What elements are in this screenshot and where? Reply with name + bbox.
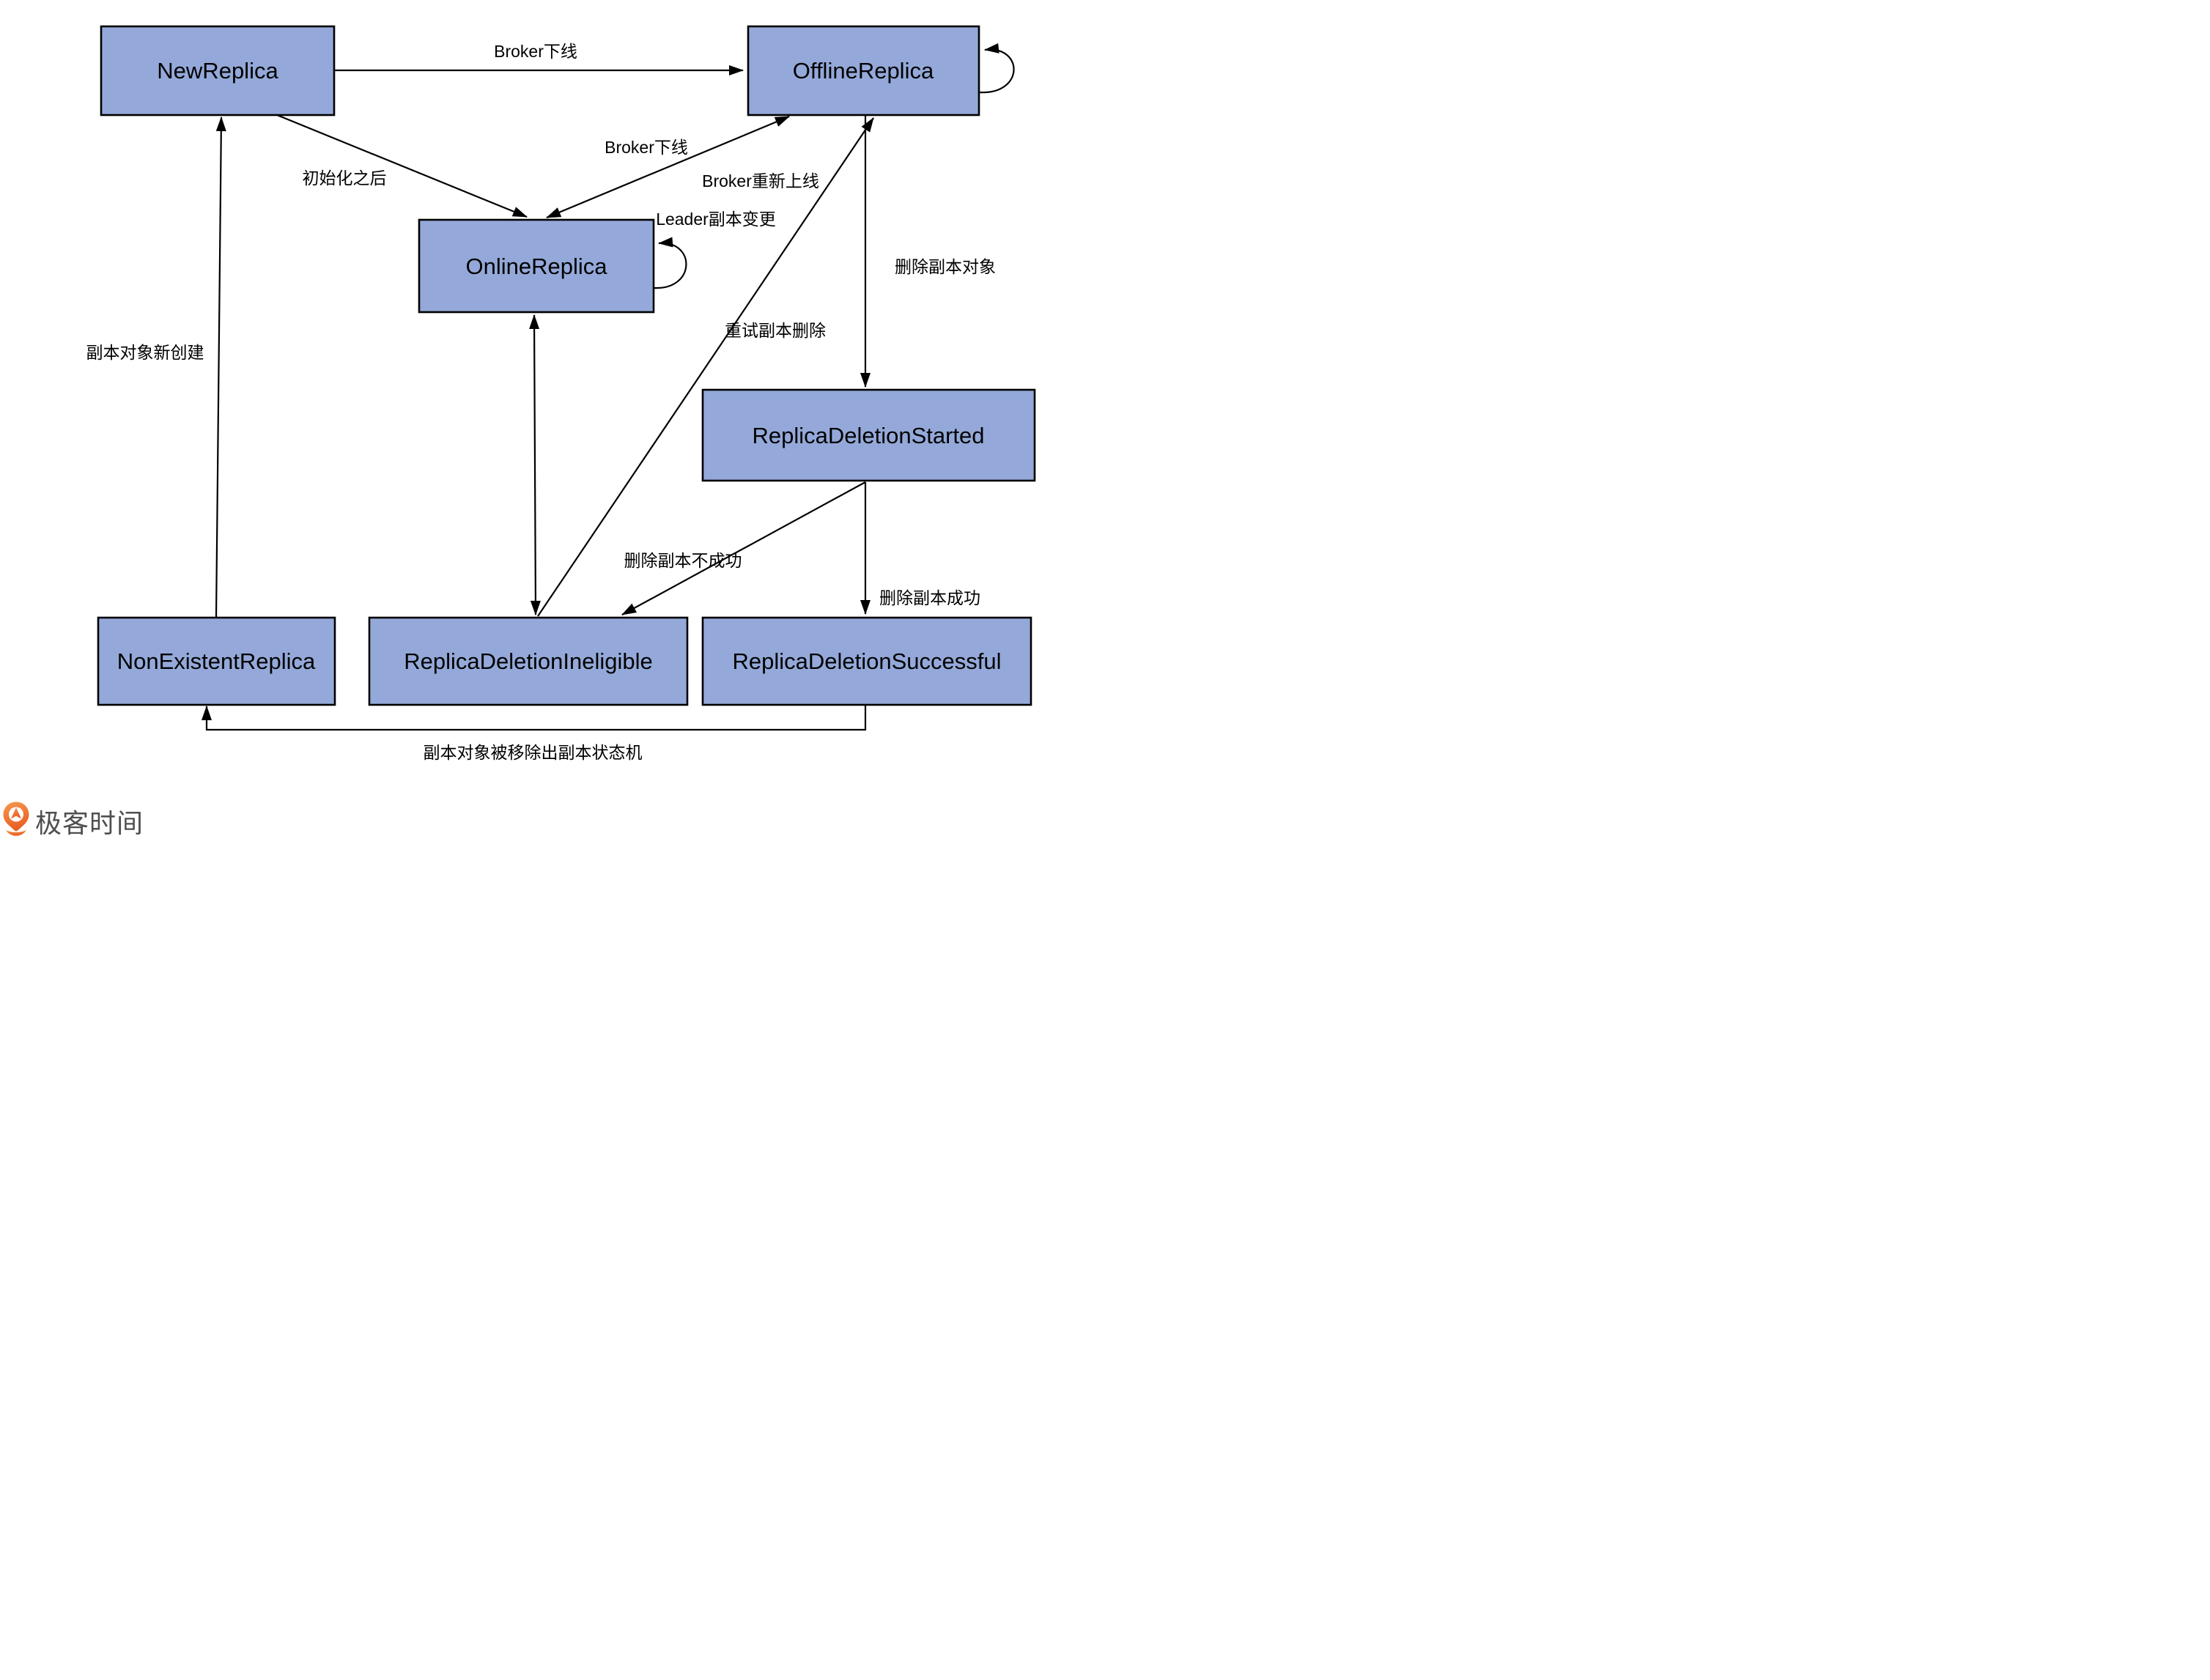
transition-label-removed-from-state-machine: 副本对象被移除出副本状态机: [424, 743, 643, 762]
arrow-ineligible-to-offline: [537, 117, 874, 617]
state-box-onlinereplica: [418, 218, 655, 314]
arrow-successful-to-nonexistent: [202, 703, 867, 731]
state-label-newreplica: NewReplica: [157, 58, 278, 84]
state-box-newreplica: [100, 25, 336, 116]
arrow-online-self-loop: [653, 237, 687, 289]
state-newreplica: NewReplica: [100, 25, 336, 116]
state-onlinereplica: OnlineReplica: [418, 218, 655, 314]
state-offlinereplica: OfflineReplica: [747, 25, 980, 116]
state-replicadeletionineligible: ReplicaDeletionIneligible: [368, 616, 689, 706]
logo-arrow-glyph: [11, 807, 21, 819]
state-label-offlinereplica: OfflineReplica: [793, 58, 934, 84]
state-box-replicadeletionineligible: [368, 616, 689, 706]
transition-label-delete-failed: 删除副本不成功: [624, 551, 742, 570]
transition-label-broker-offline-top: Broker下线: [494, 42, 577, 61]
logo-smile-swoosh: [5, 829, 27, 836]
replica-state-machine-svg: NewReplica OfflineReplica OnlineReplica …: [3, 25, 1036, 838]
transition-label-delete-success: 删除副本成功: [879, 588, 980, 607]
arrow-online-offline-bidirectional: [546, 115, 790, 219]
brand-text: 极客时间: [35, 808, 144, 838]
arrow-new-to-online: [276, 114, 528, 218]
arrow-offline-self-loop: [978, 42, 1015, 94]
state-label-replicadeletionsuccessful: ReplicaDeletionSuccessful: [732, 648, 1001, 674]
transition-label-broker-offline-mid: Broker下线: [605, 138, 688, 157]
state-nonexistentreplica: NonExistentReplica: [97, 616, 336, 706]
transition-label-leader-change: Leader副本变更: [656, 210, 776, 229]
transition-label-replica-created: 副本对象新创建: [86, 343, 204, 362]
state-label-replicadeletionstarted: ReplicaDeletionStarted: [752, 423, 984, 448]
state-replicadeletionstarted: ReplicaDeletionStarted: [701, 388, 1036, 482]
geektime-logo-icon: [3, 802, 29, 836]
state-label-nonexistentreplica: NonExistentReplica: [117, 648, 316, 674]
arrow-deletionstarted-to-ineligible: [621, 481, 866, 615]
transition-label-after-init: 初始化之后: [303, 169, 387, 188]
arrow-nonexistent-to-new: [215, 116, 226, 618]
state-label-replicadeletionineligible: ReplicaDeletionIneligible: [404, 648, 653, 674]
state-box-replicadeletionsuccessful: [701, 616, 1032, 706]
state-box-offlinereplica: [747, 25, 980, 116]
state-box-nonexistentreplica: [97, 616, 336, 706]
state-label-onlinereplica: OnlineReplica: [466, 254, 608, 279]
transition-label-broker-back-online: Broker重新上线: [702, 171, 819, 190]
arrow-online-ineligible-bidirectional: [529, 314, 541, 615]
transition-label-delete-replica-object: 删除副本对象: [895, 257, 996, 276]
state-machine-diagram: NewReplica OfflineReplica OnlineReplica …: [0, 0, 1105, 840]
transition-label-retry-delete: 重试副本删除: [725, 321, 826, 340]
state-replicadeletionsuccessful: ReplicaDeletionSuccessful: [701, 616, 1032, 706]
state-box-replicadeletionstarted: [701, 388, 1036, 482]
